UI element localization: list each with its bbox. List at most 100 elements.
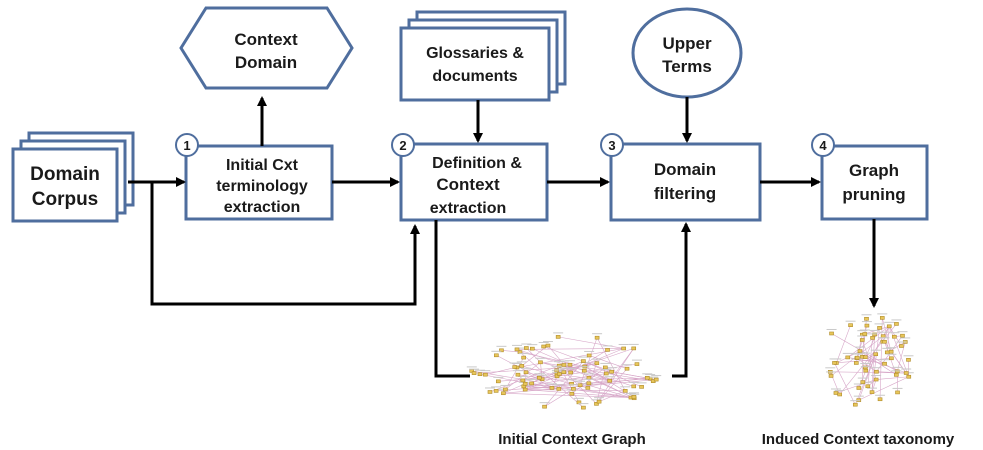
graph-node-label — [867, 387, 878, 389]
glossaries-node: Glossaries & documents — [399, 10, 567, 102]
graph-node — [869, 390, 875, 394]
step3-number: 3 — [608, 138, 615, 153]
graph-edge — [871, 379, 877, 393]
graph-node-label — [628, 381, 639, 383]
graph-node — [594, 402, 599, 406]
graph-node-label — [509, 362, 520, 364]
graph-node-label — [834, 389, 845, 391]
graph-node-label — [903, 355, 914, 357]
graph-edge — [519, 351, 585, 367]
step1-label-1: Initial Cxt — [226, 157, 299, 174]
graph-edge — [556, 374, 610, 382]
graph-node-label — [857, 330, 868, 332]
graph-node-label — [583, 373, 594, 375]
graph-node-label — [551, 365, 562, 367]
graph-node-label — [558, 360, 569, 362]
graph-node — [621, 346, 626, 351]
graph-node-label — [514, 347, 525, 349]
graph-node — [594, 361, 600, 365]
graph-node-label — [520, 379, 531, 381]
graph-node — [888, 349, 894, 354]
graph-edge — [571, 367, 606, 394]
graph-node — [880, 334, 886, 338]
graph-node-label — [517, 375, 528, 377]
step2-label-2: Context — [436, 175, 500, 194]
step3-label-2: filtering — [654, 184, 716, 203]
graph-node-label — [903, 372, 914, 374]
graph-node-label — [631, 359, 642, 361]
graph-edge — [861, 339, 877, 380]
step2-label-3: extraction — [430, 200, 506, 217]
graph-node-label — [860, 352, 871, 354]
graph-edge — [858, 376, 909, 401]
step1-number: 1 — [183, 138, 190, 153]
step3-label-1: Domain — [654, 160, 716, 179]
graph-edge — [836, 325, 851, 364]
step2-badge — [391, 133, 415, 157]
glossaries-label-1: Glossaries & — [426, 45, 524, 62]
graph-node-label — [546, 383, 557, 385]
graph-node-label — [552, 371, 563, 373]
graph-node — [864, 323, 870, 328]
graph-node — [487, 390, 493, 394]
graph-node — [832, 361, 837, 365]
graph-node — [496, 379, 501, 384]
graph-node — [829, 331, 834, 336]
graph-edge — [589, 355, 628, 369]
graph-node — [555, 335, 561, 339]
graph-node-label — [500, 384, 511, 386]
graph-node — [603, 371, 609, 376]
graph-node — [845, 355, 851, 360]
graph-node — [639, 385, 644, 389]
step2-label-1: Definition & — [432, 155, 522, 172]
graph-node-label — [867, 333, 878, 335]
graph-node — [522, 387, 528, 392]
graph-node — [556, 387, 562, 391]
graph-node — [634, 362, 640, 366]
graph-node-label — [871, 367, 882, 369]
step3-badge — [600, 133, 624, 157]
graph-node — [837, 392, 842, 397]
graph-node — [895, 390, 900, 395]
step1-node: Initial Cxt terminology extraction 1 — [175, 133, 334, 221]
graph-node — [581, 368, 587, 373]
graph-node-label — [896, 341, 907, 343]
graph-edge — [847, 326, 890, 358]
graph-edge — [526, 347, 541, 363]
graph-node — [870, 336, 875, 340]
graph-node — [877, 326, 882, 330]
graph-node — [554, 374, 560, 379]
graph-node — [524, 346, 529, 350]
graph-node-label — [900, 337, 911, 339]
graph-node-label — [826, 328, 837, 330]
step4-node: Graph pruning 4 — [811, 133, 929, 221]
graph-edge — [879, 317, 883, 400]
graph-node — [477, 372, 483, 377]
graph-node — [865, 384, 871, 389]
graph-node — [873, 377, 879, 382]
induced-taxonomy-caption: Induced Context taxonomy — [762, 431, 955, 448]
graph-node-label — [636, 382, 647, 384]
graph-node — [833, 391, 839, 395]
graph-node-label — [857, 335, 868, 337]
graph-node — [561, 363, 567, 367]
graph-node-label — [466, 366, 477, 368]
graph-node-label — [554, 369, 565, 371]
graph-edge — [897, 341, 906, 372]
line-step2-to-initial-graph — [434, 220, 470, 378]
graph-node — [515, 372, 521, 377]
graph-node-label — [491, 350, 502, 352]
graph-node-label — [870, 349, 881, 351]
graph-node-label — [829, 358, 840, 360]
step4-badge — [811, 133, 835, 157]
graph-node-label — [553, 384, 564, 386]
graph-node-label — [852, 353, 863, 355]
graph-edge — [596, 348, 634, 404]
graph-node — [859, 338, 865, 342]
graph-edge — [856, 357, 877, 372]
graph-node — [856, 398, 862, 402]
graph-node — [586, 353, 592, 358]
graph-node — [873, 352, 879, 357]
graph-node-label — [558, 367, 569, 369]
